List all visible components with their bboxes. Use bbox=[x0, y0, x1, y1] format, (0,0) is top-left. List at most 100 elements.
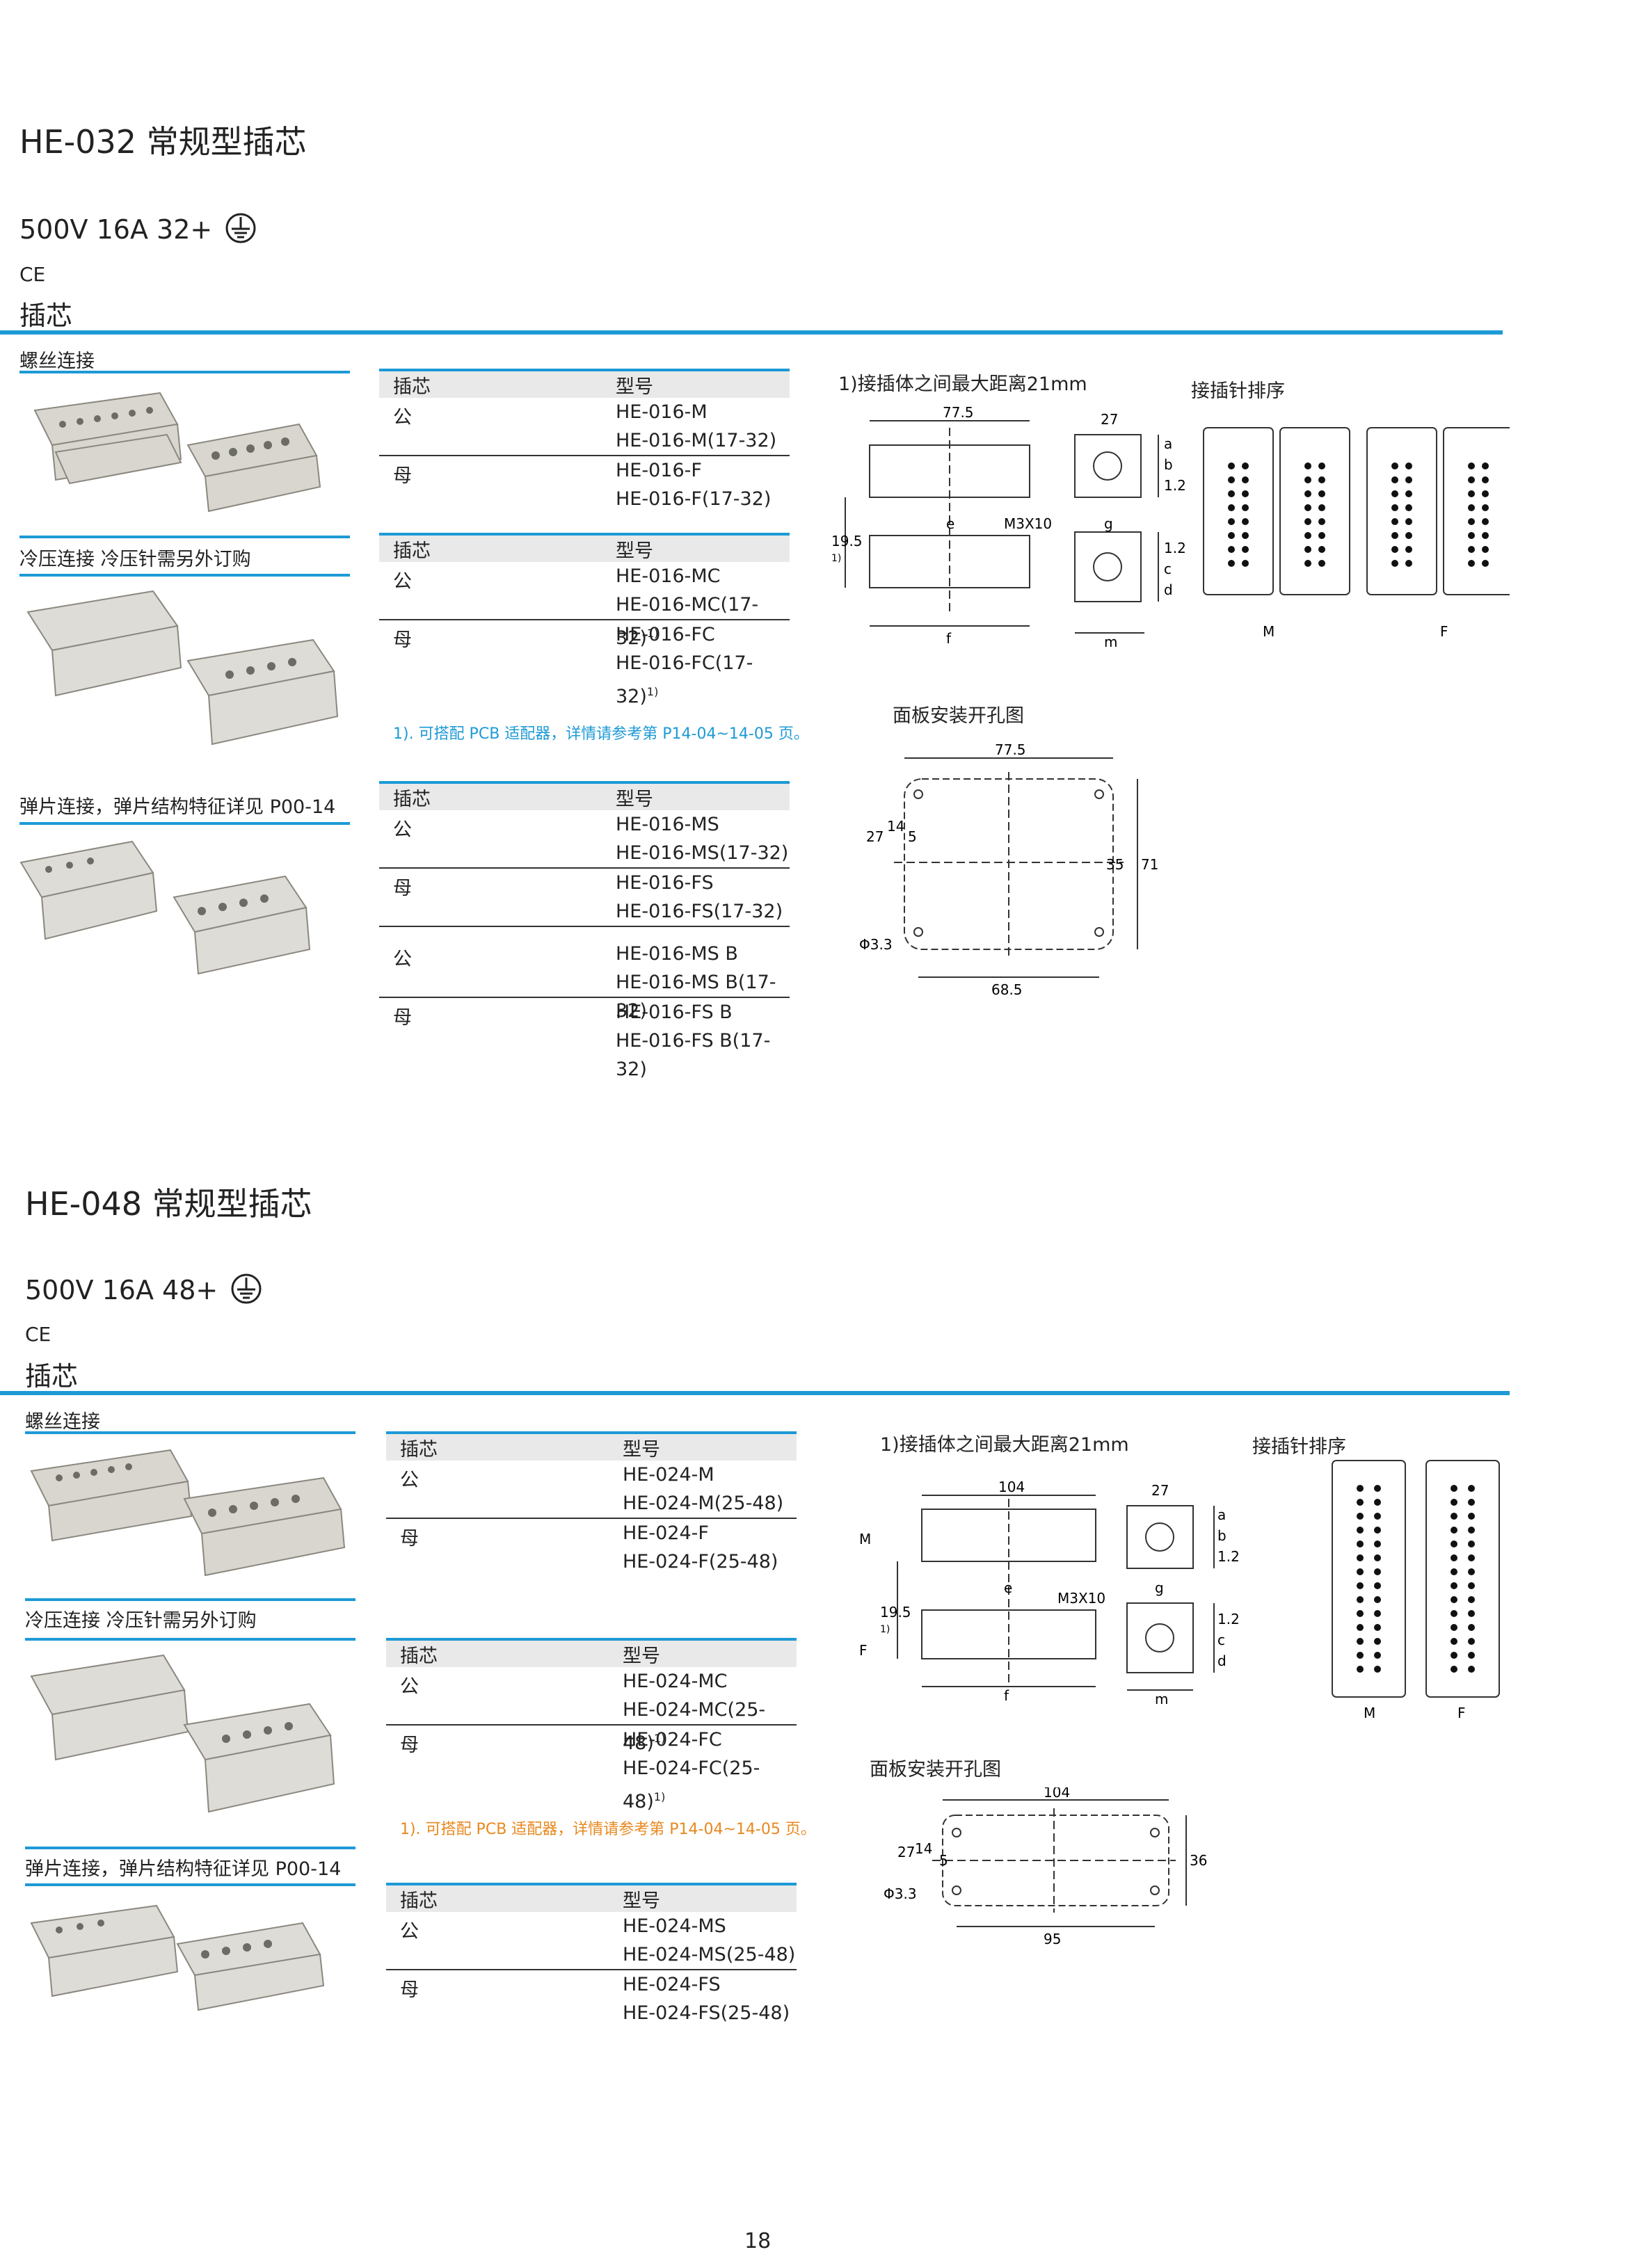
cut-71: 71 bbox=[1141, 856, 1158, 873]
dim-f: f bbox=[1004, 1687, 1009, 1704]
dim-a: a bbox=[1217, 1506, 1226, 1523]
table-row: 母 HE-016-FS B HE-016-FS B(17-32) bbox=[379, 998, 790, 1080]
dim-f: f bbox=[946, 630, 952, 647]
panel-cutout-label: 面板安装开孔图 bbox=[893, 705, 1024, 727]
sub-screw: 螺丝连接 bbox=[19, 351, 95, 372]
dim-sup: 1) bbox=[880, 1624, 890, 1635]
gender-cell: 母 bbox=[400, 1979, 419, 2001]
cut-phi: Φ3.3 bbox=[884, 1885, 917, 1902]
cut-35: 35 bbox=[1106, 856, 1124, 873]
model-cell: HE-024-F(25-48) bbox=[623, 1551, 778, 1573]
dim-19-5: 19.5 bbox=[831, 533, 863, 549]
sub-spring: 弹片连接，弹片结构特征详见 P00-14 bbox=[25, 1858, 342, 1880]
gender-cell: 母 bbox=[393, 629, 412, 651]
side-label-m: M bbox=[859, 1531, 871, 1547]
distance-note: 1)接插体之间最大距离21mm bbox=[880, 1434, 1129, 1456]
cut-14: 14 bbox=[915, 1840, 932, 1857]
dim-1-2: 1.2 bbox=[1217, 1611, 1238, 1627]
cut-27: 27 bbox=[866, 828, 884, 845]
dim-width: 77.5 bbox=[943, 407, 974, 421]
model-cell: HE-016-FS B(17-32) bbox=[616, 1030, 771, 1080]
gender-cell: 母 bbox=[393, 465, 412, 487]
sub-rule bbox=[25, 1638, 355, 1641]
dim-d: d bbox=[1164, 581, 1173, 598]
ce-mark: CE bbox=[19, 263, 46, 286]
model-cell: HE-024-MS bbox=[623, 1915, 726, 1937]
th-core: 插芯 bbox=[393, 788, 431, 810]
dim-27: 27 bbox=[1101, 411, 1118, 428]
dim-b: b bbox=[1217, 1527, 1226, 1544]
dim-1-2: 1.2 bbox=[1217, 1548, 1238, 1565]
th-core: 插芯 bbox=[400, 1438, 438, 1461]
th-core: 插芯 bbox=[393, 540, 431, 562]
dim-sup: 1) bbox=[831, 553, 841, 564]
cut-27: 27 bbox=[897, 1844, 915, 1860]
footnote-mark: 1) bbox=[646, 685, 659, 698]
spec-text: 500V 16A 32+ bbox=[19, 214, 213, 245]
cut-phi: Φ3.3 bbox=[859, 936, 893, 953]
th-model: 型号 bbox=[623, 1438, 660, 1461]
model-cell: HE-016-MS(17-32) bbox=[616, 842, 789, 864]
th-model: 型号 bbox=[616, 376, 653, 398]
model-cell: HE-016-FS B bbox=[616, 1002, 733, 1023]
gender-cell: 公 bbox=[393, 949, 412, 970]
dim-e: e bbox=[1004, 1579, 1012, 1596]
pin-layout: M F bbox=[1203, 427, 1510, 640]
dim-d: d bbox=[1217, 1652, 1226, 1669]
dim-b: b bbox=[1164, 456, 1173, 473]
panel-cutout-drawing: 77.5 68.5 71 35 27 14 5 Φ3.3 bbox=[859, 744, 1158, 998]
dim-a: a bbox=[1164, 435, 1172, 452]
gender-cell: 公 bbox=[400, 1921, 419, 1943]
dim-width: 104 bbox=[998, 1479, 1025, 1495]
dim-m: m bbox=[1155, 1691, 1168, 1707]
dim-m3: M3X10 bbox=[1057, 1590, 1105, 1607]
dim-19-5: 19.5 bbox=[880, 1604, 911, 1620]
dim-g: g bbox=[1104, 515, 1113, 532]
cut-95: 95 bbox=[1044, 1931, 1061, 1947]
gender-cell: 母 bbox=[393, 1007, 412, 1029]
th-core: 插芯 bbox=[400, 1890, 438, 1912]
model-cell: HE-016-FC(17-32) bbox=[616, 652, 753, 707]
sub-spring: 弹片连接，弹片结构特征详见 P00-14 bbox=[19, 796, 336, 818]
footnote-mark: 1) bbox=[646, 627, 659, 640]
model-cell: HE-024-MS(25-48) bbox=[623, 1944, 796, 1965]
model-cell: HE-024-FC(25-48) bbox=[623, 1758, 760, 1812]
section1-rule bbox=[0, 330, 1503, 335]
dimension-drawing: 104 27 e f g m M3X10 19.5 1) M F a b 1.2… bbox=[859, 1479, 1238, 1707]
dim-27: 27 bbox=[1151, 1482, 1169, 1499]
sub-crimp: 冷压连接 冷压针需另外订购 bbox=[19, 549, 251, 570]
th-model: 型号 bbox=[623, 1890, 660, 1912]
sub-rule bbox=[19, 574, 350, 577]
sub-rule bbox=[25, 1883, 355, 1886]
dim-1-2: 1.2 bbox=[1164, 540, 1186, 556]
pin-label-m: M bbox=[1263, 623, 1275, 640]
dim-m3: M3X10 bbox=[1004, 515, 1052, 532]
dim-c: c bbox=[1217, 1632, 1225, 1648]
footnote: 1). 可搭配 PCB 适配器，详情请参考第 P14-04~14-05 页。 bbox=[393, 725, 809, 743]
footnote: 1). 可搭配 PCB 适配器，详情请参考第 P14-04~14-05 页。 bbox=[400, 1821, 816, 1838]
sub-rule bbox=[25, 1598, 355, 1601]
panel-cutout-label: 面板安装开孔图 bbox=[870, 1759, 1001, 1780]
section2-heading: 插芯 bbox=[25, 1361, 79, 1392]
sub-rule bbox=[25, 1847, 355, 1849]
th-model: 型号 bbox=[623, 1645, 660, 1667]
section2-spec: 500V 16A 48+ bbox=[25, 1273, 262, 1305]
cut-36: 36 bbox=[1190, 1852, 1207, 1869]
dim-1-2: 1.2 bbox=[1164, 477, 1186, 494]
section2-rule bbox=[0, 1391, 1510, 1395]
model-cell: HE-024-F bbox=[623, 1522, 709, 1544]
side-label-f: F bbox=[859, 1642, 868, 1659]
cut-width: 77.5 bbox=[995, 744, 1026, 758]
